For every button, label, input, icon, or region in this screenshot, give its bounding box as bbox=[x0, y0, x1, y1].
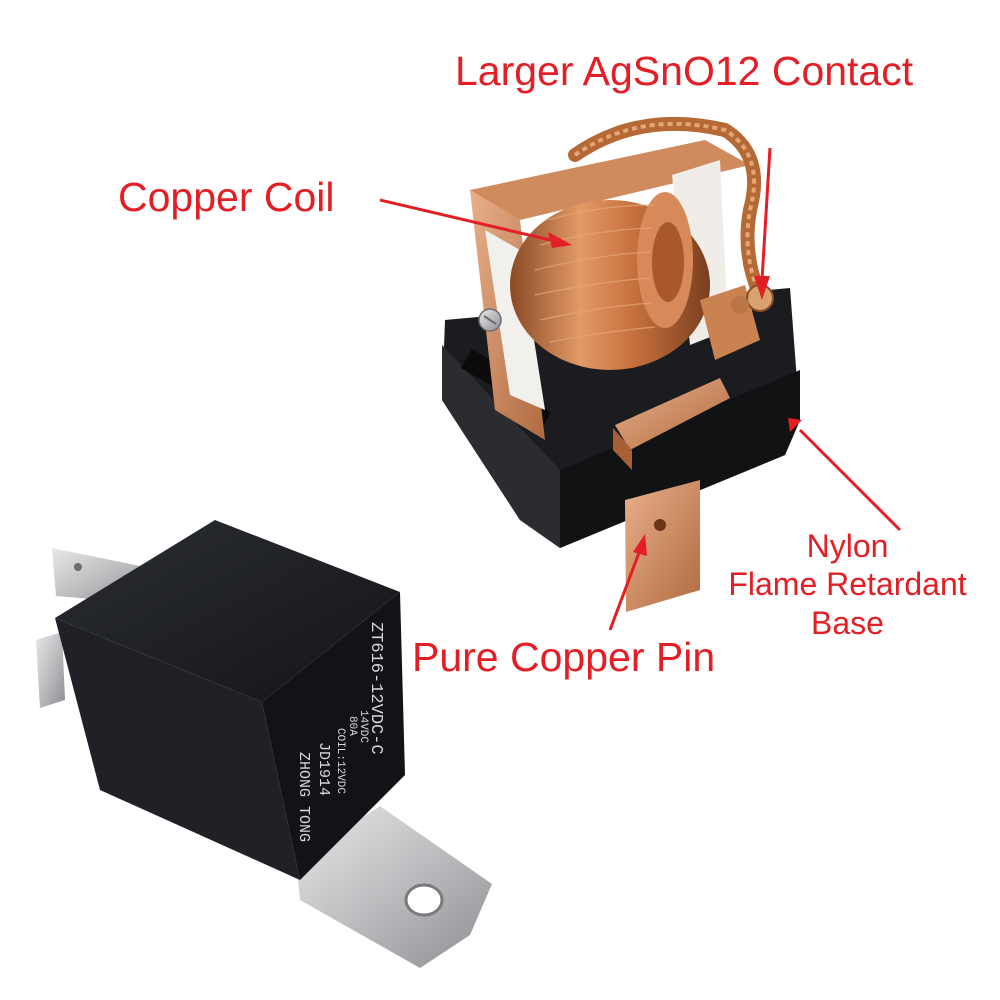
marking-part-number: ZT616-12VDC-C bbox=[366, 622, 385, 755]
annotation-arrows bbox=[379, 147, 902, 631]
label-base-line2: Flame Retardant bbox=[728, 566, 967, 603]
nylon-base-right bbox=[560, 370, 800, 548]
arrow-base bbox=[798, 428, 902, 532]
nylon-base-front bbox=[442, 345, 560, 548]
marking-model: JD1914 bbox=[315, 742, 332, 796]
coil-end-inner bbox=[652, 222, 684, 302]
mounting-bracket bbox=[296, 806, 492, 968]
label-agsno-contact: Larger AgSnO12 Contact bbox=[455, 48, 914, 94]
relay-markings: ZT616-12VDC-C ZHONG TONG JD1914 COIL:12V… bbox=[295, 622, 385, 842]
relay-housing-top bbox=[55, 520, 400, 702]
marking-coil: COIL:12VDC bbox=[334, 728, 346, 794]
contact-tab bbox=[615, 378, 730, 450]
marking-brand: ZHONG TONG bbox=[295, 752, 312, 842]
metal-terminal-left bbox=[36, 632, 65, 708]
copper-pin bbox=[625, 480, 700, 612]
bracket-hole bbox=[404, 883, 444, 917]
closed-relay bbox=[36, 520, 492, 968]
coil-windings bbox=[534, 204, 656, 343]
pin-hole bbox=[654, 519, 666, 531]
label-copper-coil: Copper Coil bbox=[118, 174, 335, 220]
relay-housing-right bbox=[262, 592, 405, 880]
marking-current: 80A bbox=[346, 716, 358, 736]
marking-voltage: 14VDC bbox=[357, 710, 369, 743]
bobbin-flange-left bbox=[485, 230, 545, 410]
arrow-coil bbox=[379, 198, 551, 242]
label-nylon-base: Nylon Flame Retardant Base bbox=[700, 527, 995, 642]
relay-housing-left bbox=[55, 618, 300, 880]
arrow-contact bbox=[760, 147, 772, 281]
open-relay bbox=[442, 116, 800, 612]
arrow-pin bbox=[608, 549, 642, 631]
label-base-line1: Nylon bbox=[806, 528, 889, 564]
label-base-line3: Base bbox=[811, 604, 884, 641]
copper-frame-top bbox=[470, 140, 750, 220]
label-copper-pin: Pure Copper Pin bbox=[412, 634, 716, 680]
